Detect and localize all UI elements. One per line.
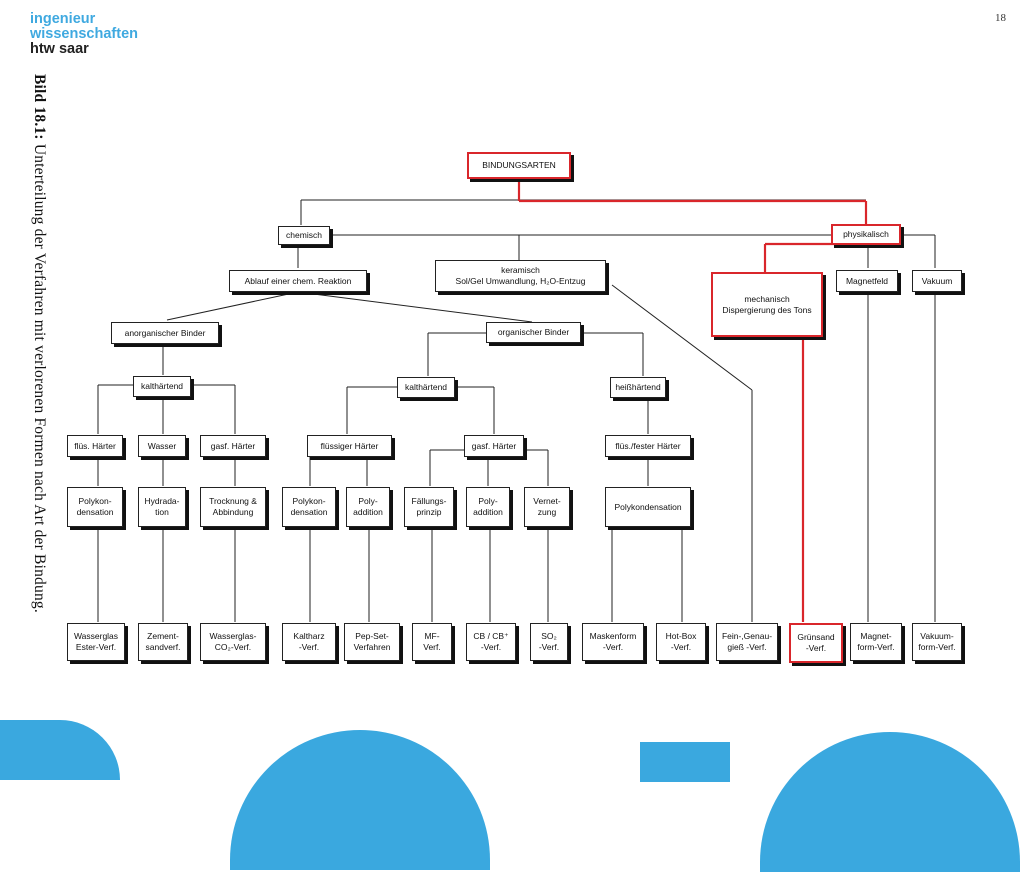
logo-line-2: wissenschaften [30, 26, 138, 42]
page-number: 18 [995, 12, 1006, 24]
node-organischer-binder: organischer Binder [486, 322, 581, 343]
figure-caption: Bild 18.1: Unterteilung der Verfahren mi… [30, 74, 48, 613]
node-cb-verf: CB / CB⁺ -Verf. [466, 623, 516, 661]
node-maskenform-verf: Maskenform -Verf. [582, 623, 644, 661]
node-polykondensation-1: Polykon- densation [67, 487, 123, 527]
figure-caption-text: Unterteilung der Verfahren mit verlorene… [31, 143, 48, 613]
node-pep-set-verfahren: Pep-Set- Verfahren [344, 623, 400, 661]
node-magnetfeld: Magnetfeld [836, 270, 898, 292]
node-fein-genauguss-verf: Fein-,Genau- gieß -Verf. [716, 623, 778, 661]
node-fluessiger-haerter: flüssiger Härter [307, 435, 392, 457]
node-mf-verf: MF- Verf. [412, 623, 452, 661]
node-polyaddition-2: Poly- addition [466, 487, 510, 527]
htw-logo: ingenieur wissenschaften htw saar [30, 12, 138, 57]
node-mechanisch: mechanisch Dispergierung des Tons [711, 272, 823, 337]
node-hot-box-verf: Hot-Box -Verf. [656, 623, 706, 661]
logo-line-1: ingenieur [30, 11, 96, 27]
node-magnetform-verf: Magnet- form-Verf. [850, 623, 902, 661]
node-keramisch: keramisch Sol/Gel Umwandlung, H₂O-Entzug [435, 260, 606, 292]
node-zementsand-verf: Zement- sandverf. [138, 623, 188, 661]
node-gruensand-verf: Grünsand -Verf. [789, 623, 843, 663]
node-wasserglas-co2-verf: Wasserglas- CO₂-Verf. [200, 623, 266, 661]
node-polykondensation-2: Polykon- densation [282, 487, 336, 527]
node-hydratation: Hydrada- tion [138, 487, 186, 527]
node-wasser: Wasser [138, 435, 186, 457]
figure-caption-label: Bild 18.1: [31, 74, 48, 140]
node-wasserglas-ester-verf: Wasserglas Ester-Verf. [67, 623, 125, 661]
node-chemisch: chemisch [278, 226, 330, 245]
node-so2-verf: SO₂ -Verf. [530, 623, 568, 661]
node-kalthaertend-anorg: kalthärtend [133, 376, 191, 397]
node-vakuumform-verf: Vakuum- form-Verf. [912, 623, 962, 661]
node-gasf-haerter-anorg: gasf. Härter [200, 435, 266, 457]
node-faellungsprinzip: Fällungs- prinzip [404, 487, 454, 527]
node-kaltharz-verf: Kaltharz -Verf. [282, 623, 336, 661]
node-ablauf-chem-reaktion: Ablauf einer chem. Reaktion [229, 270, 367, 292]
node-polykondensation-3: Polykondensation [605, 487, 691, 527]
node-polyaddition-1: Poly- addition [346, 487, 390, 527]
logo-line-3: htw saar [30, 41, 89, 57]
node-trocknung-abbindung: Trocknung & Abbindung [200, 487, 266, 527]
node-vakuum: Vakuum [912, 270, 962, 292]
node-gasf-haerter-org: gasf. Härter [464, 435, 524, 457]
node-flues-haerter: flüs. Härter [67, 435, 123, 457]
node-anorganischer-binder: anorganischer Binder [111, 322, 219, 344]
node-vernetzung: Vernet- zung [524, 487, 570, 527]
node-heisshaertend: heißhärtend [610, 377, 666, 398]
node-kalthaertend-org: kalthärtend [397, 377, 455, 398]
node-flues-fester-haerter: flüs./fester Härter [605, 435, 691, 457]
node-physikalisch: physikalisch [831, 224, 901, 245]
node-bindungsarten: BINDUNGSARTEN [467, 152, 571, 179]
